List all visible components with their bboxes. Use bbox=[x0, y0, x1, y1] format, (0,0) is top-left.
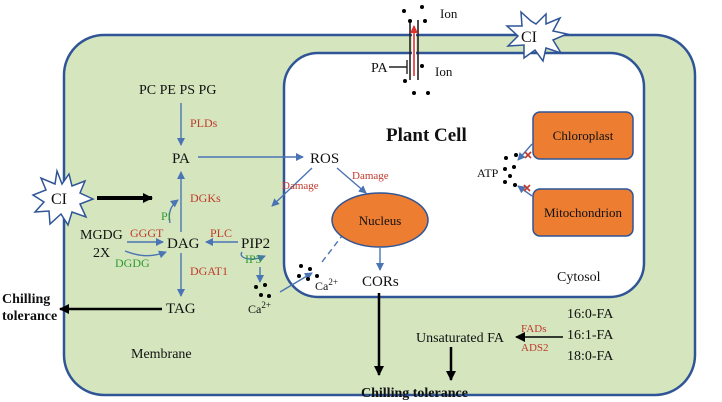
damage-label-1: Damage bbox=[282, 180, 319, 192]
ip3-label: IP3 bbox=[245, 252, 262, 266]
dag-label: DAG bbox=[167, 236, 200, 252]
chilling-left-line2: tolerance bbox=[2, 309, 57, 324]
dgat1-label: DGAT1 bbox=[190, 264, 228, 278]
mitochondrion-label: Mitochondrion bbox=[544, 205, 622, 220]
ci-starburst-top bbox=[505, 10, 570, 63]
fa-16-1-label: 16:1-FA bbox=[567, 328, 614, 343]
chilling-left-line1: Chilling bbox=[2, 292, 50, 307]
ion-top-label: Ion bbox=[440, 6, 458, 21]
atp-dots bbox=[503, 153, 518, 187]
tag-label: TAG bbox=[166, 301, 196, 317]
ca-dots-inner bbox=[297, 264, 319, 281]
inhibit-symbol bbox=[389, 60, 408, 74]
plant-cell-title: Plant Cell bbox=[386, 125, 467, 146]
unsaturated-fa-label: Unsaturated FA bbox=[416, 331, 505, 346]
ca-dots-left bbox=[254, 283, 271, 298]
ion-channel bbox=[409, 20, 419, 80]
atp-label: ATP bbox=[477, 166, 499, 180]
ion-bottom-label: Ion bbox=[435, 64, 453, 79]
mgdg-label: MGDG bbox=[80, 228, 123, 243]
ros-label: ROS bbox=[310, 151, 339, 167]
cytosol-label: Cytosol bbox=[557, 270, 601, 285]
ci-left-label: CI bbox=[51, 191, 67, 208]
ca-left-label: Ca2+ bbox=[248, 300, 271, 316]
pi-label: Pi bbox=[161, 209, 172, 223]
ci-top-label: CI bbox=[521, 29, 537, 46]
plds-label: PLDs bbox=[190, 116, 218, 130]
arrow-to-dgdg bbox=[124, 250, 167, 259]
mgdg-2x-label: 2X bbox=[93, 246, 110, 261]
cytosol-area bbox=[282, 51, 646, 299]
ion-dots-bottom bbox=[403, 64, 430, 95]
ads2-label: ADS2 bbox=[521, 342, 549, 354]
atp-block-marks bbox=[523, 151, 532, 192]
arrow-ros-to-nucleus bbox=[336, 167, 367, 194]
arrow-pi bbox=[168, 199, 179, 224]
fads-label: FADs bbox=[521, 323, 546, 335]
dgdg-label: DGDG bbox=[115, 256, 150, 270]
nucleus bbox=[331, 192, 429, 248]
nucleus-label: Nucleus bbox=[359, 213, 402, 228]
pip2-label: PIP2 bbox=[241, 236, 270, 252]
chilling-tolerance-bottom: Chilling tolerance bbox=[361, 386, 468, 401]
ca-left-superscript: 2+ bbox=[261, 300, 271, 310]
ca-inner-label: Ca2+ bbox=[315, 277, 338, 293]
dgks-label: DGKs bbox=[190, 191, 221, 205]
arrow-ros-to-pip2-damage bbox=[271, 167, 313, 207]
pa-label: PA bbox=[172, 151, 190, 167]
fa-18-0-label: 18:0-FA bbox=[567, 349, 614, 364]
ion-dots-top bbox=[402, 5, 427, 23]
ca-inner-superscript: 2+ bbox=[328, 277, 338, 287]
chloroplast bbox=[532, 111, 634, 160]
chloroplast-label: Chloroplast bbox=[553, 128, 614, 143]
ci-starburst-left bbox=[31, 168, 95, 227]
mitochondrion bbox=[532, 188, 634, 237]
damage-label-2: Damage bbox=[352, 170, 389, 182]
membrane-label: Membrane bbox=[131, 347, 192, 362]
cors-label: CORs bbox=[362, 274, 399, 290]
arrow-ca-into-cytosol bbox=[279, 272, 313, 293]
arrow-pip2-to-ip3 bbox=[240, 251, 266, 263]
plc-label: PLC bbox=[210, 226, 232, 240]
gggt-label: GGGT bbox=[130, 226, 164, 240]
fa-16-0-label: 16:0-FA bbox=[567, 307, 614, 322]
phospholipids-label: PC PE PS PG bbox=[139, 83, 216, 98]
pa-inhibitor-label: PA bbox=[371, 61, 389, 76]
